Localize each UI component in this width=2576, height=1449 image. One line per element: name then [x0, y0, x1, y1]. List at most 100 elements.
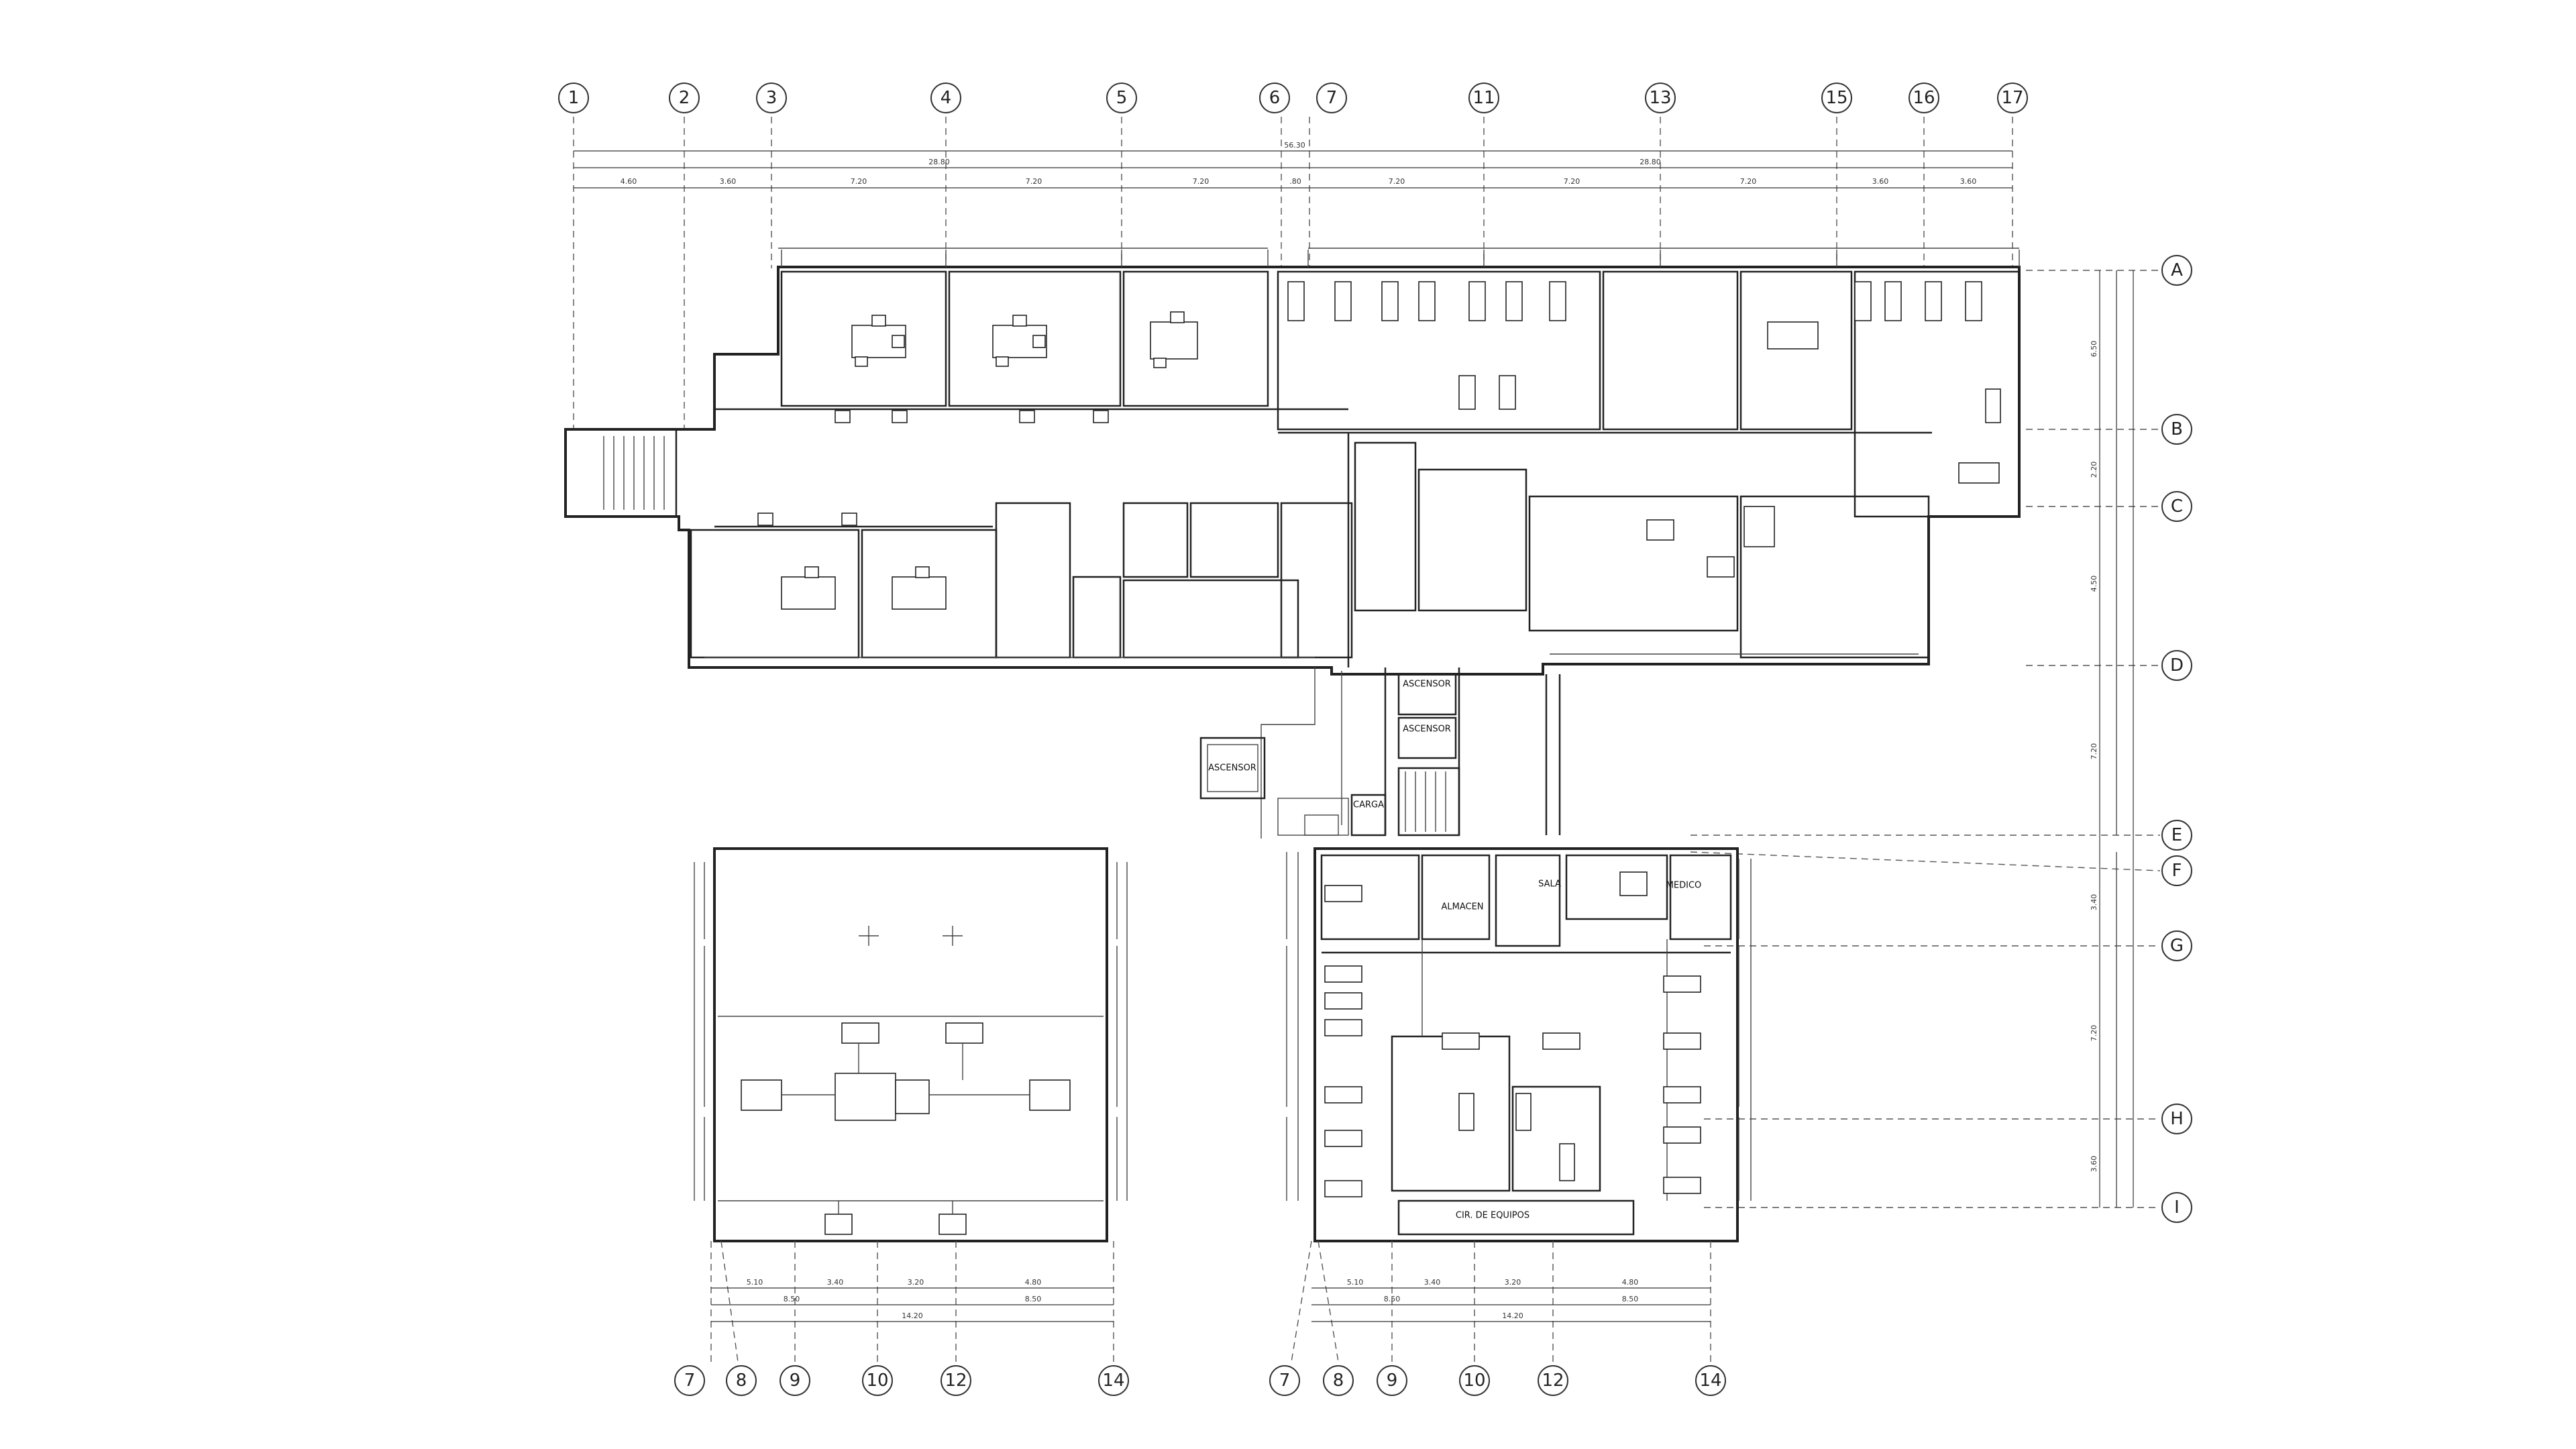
segment-dimension: 7.20: [1740, 177, 1757, 186]
axis-bubble-top-3: 3: [756, 83, 787, 268]
segment-dimension: 4.60: [621, 177, 637, 186]
right-dimension-lines: 6.50 2.20 4.50 7.20 3.40 7.20 3.60: [2090, 270, 2134, 1208]
axis-label: 11: [1472, 88, 1495, 108]
axis-label: 6: [1269, 88, 1281, 108]
axis-label: 16: [1913, 88, 1935, 108]
axis-bubble-top-13: 13: [1645, 83, 1676, 268]
lower-right-building: CIR. DE EQUIPOS MEDICO ALMACEN SALA: [1286, 847, 1752, 1242]
upper-building: [564, 248, 2021, 676]
segment-dimension: 7.20: [1564, 177, 1580, 186]
axis-label: 3: [766, 88, 777, 108]
axis-label: 15: [1825, 88, 1847, 108]
segment-dimension: 3.60: [720, 177, 737, 186]
segment-dimension: 3.20: [1505, 1278, 1521, 1287]
axis-label: 12: [945, 1371, 967, 1391]
axis-label: 2: [679, 88, 690, 108]
segment-dimension: 5.10: [747, 1278, 763, 1287]
segment-dimension: 3.20: [908, 1278, 924, 1287]
axis-label: F: [2172, 861, 2182, 881]
bottom-grid-axes-left: 7 8 9 10 12 14 5.10 3.40 3.20 4.80 8.50 …: [674, 1240, 1129, 1396]
segment-dimension: 3.40: [827, 1278, 844, 1287]
axis-label: I: [2174, 1197, 2180, 1218]
cargo-label: CARGA: [1353, 800, 1384, 810]
axis-label: 13: [1649, 88, 1671, 108]
segment-dimension: 3.60: [1960, 177, 1977, 186]
axis-label: 14: [1102, 1371, 1124, 1391]
segment-dimension: 8.50: [1622, 1295, 1639, 1303]
axis-label: 7: [684, 1371, 696, 1391]
axis-label: 10: [1463, 1371, 1485, 1391]
segment-dimension: 3.40: [2090, 894, 2098, 911]
segment-dimension: 7.20: [1026, 177, 1042, 186]
segment-dimension: 4.80: [1622, 1278, 1639, 1287]
segment-dimension: 8.50: [1384, 1295, 1401, 1303]
axis-label: 9: [1387, 1371, 1398, 1391]
axis-label: 17: [2001, 88, 2023, 108]
segment-dimension: 7.20: [851, 177, 867, 186]
axis-label: 8: [1333, 1371, 1344, 1391]
workstation-desk: [851, 315, 906, 367]
sala-label: SALA: [1538, 879, 1561, 890]
axis-label: 7: [1279, 1371, 1291, 1391]
segment-dimension: 8.50: [1025, 1295, 1042, 1303]
elevator-1: ASCENSOR: [1397, 673, 1457, 716]
segment-dimension: 6.50: [2090, 341, 2098, 358]
axis-label: 12: [1542, 1371, 1564, 1391]
workstation-desk: [1150, 311, 1198, 368]
elevator-label: ASCENSOR: [1403, 680, 1451, 690]
axis-label: D: [2170, 655, 2184, 676]
central-link: ASCENSOR ASCENSOR ASCENSOR CARGA: [1199, 667, 1561, 839]
cargo-lift: CARGA: [1350, 794, 1387, 837]
segment-dimension: 4.80: [1025, 1278, 1042, 1287]
axis-label: 14: [1699, 1371, 1721, 1391]
axis-label: 8: [736, 1371, 747, 1391]
axis-bubble-top-11: 11: [1468, 83, 1499, 268]
segment-dimension: .80: [1289, 177, 1301, 186]
axis-label: 10: [866, 1371, 888, 1391]
elevator-3: ASCENSOR: [1199, 737, 1266, 800]
axis-bubble-top-17: 17: [1997, 83, 2028, 268]
axis-label: C: [2171, 496, 2183, 517]
axis-bubble-top-1: 1: [558, 83, 589, 429]
axis-bubble-top-16: 16: [1909, 83, 1939, 268]
axis-bubble-top-4: 4: [930, 83, 961, 268]
segment-dimension: 7.20: [1389, 177, 1405, 186]
elevator-label: ASCENSOR: [1208, 763, 1256, 773]
axis-label: E: [2171, 825, 2182, 845]
axis-bubble-top-5: 5: [1106, 83, 1137, 268]
medico-label: MEDICO: [1666, 881, 1702, 891]
segment-dimension: 7.20: [2090, 743, 2098, 760]
lower-left-building: [694, 847, 1128, 1242]
elevator-2: ASCENSOR: [1397, 716, 1457, 759]
segment-dimension: 8.50: [784, 1295, 800, 1303]
axis-bubble-top-2: 2: [669, 83, 700, 429]
segment-dimension: 14.20: [902, 1311, 923, 1320]
segment-dimension: 14.20: [1502, 1311, 1523, 1320]
segment-dimension: 5.10: [1347, 1278, 1364, 1287]
axis-label: H: [2170, 1109, 2184, 1129]
furniture-upper: [757, 281, 2001, 610]
axis-label: 5: [1116, 88, 1128, 108]
axis-bubble-top-7: 7: [1309, 83, 1347, 268]
workstation-desk: [781, 566, 836, 610]
segment-dimension: 4.50: [2090, 576, 2098, 592]
axis-label: A: [2171, 260, 2183, 280]
axis-label: 9: [790, 1371, 801, 1391]
axis-label: 1: [568, 88, 580, 108]
segment-dimension: 3.60: [1872, 177, 1889, 186]
equipment-room-label: CIR. DE EQUIPOS: [1456, 1211, 1529, 1221]
axis-bubble-top-6: 6: [1259, 83, 1290, 268]
segment-dimension: 7.20: [2090, 1025, 2098, 1042]
workstation-desk: [892, 566, 947, 610]
segment-dimension: 3.60: [2090, 1156, 2098, 1173]
axis-label: G: [2170, 936, 2184, 956]
segment-dimension: 3.40: [1424, 1278, 1441, 1287]
almacen-label: ALMACEN: [1441, 902, 1483, 912]
top-grid-axes: 1 2 3 4 5 6 7: [558, 83, 2028, 429]
axis-label: B: [2171, 419, 2183, 439]
top-dimension-lines: 56.30 28.80 28.80 4.60 3.60 7.20 7.20 7.…: [574, 141, 2012, 189]
patient-beds: [1324, 871, 1701, 1197]
overall-dimension: 56.30: [1284, 141, 1305, 150]
right-grid-axes: A B C D E F G H I: [1690, 255, 2192, 1223]
